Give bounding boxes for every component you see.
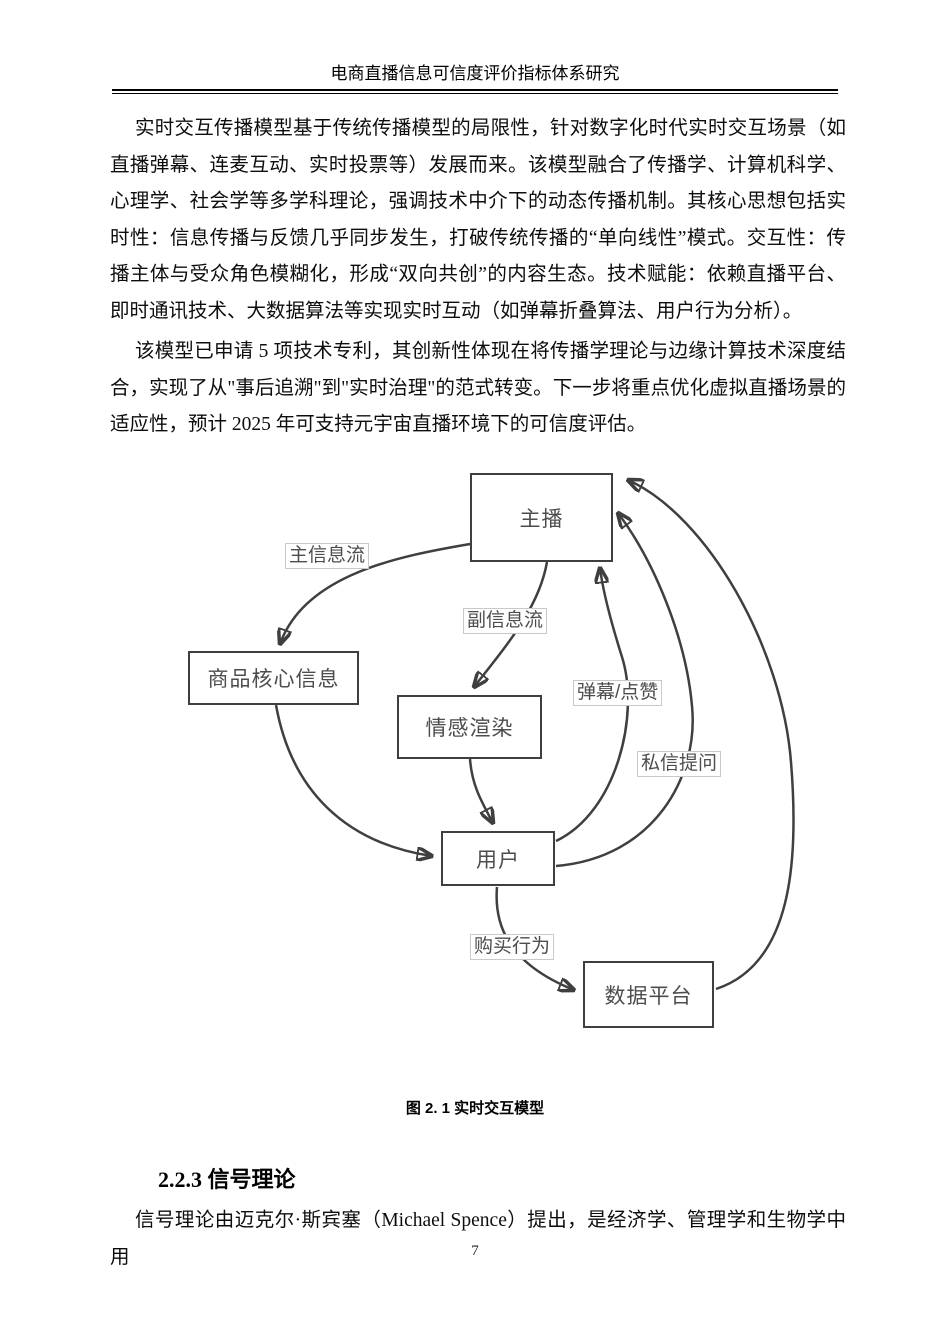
node-product-info: 商品核心信息	[188, 651, 359, 705]
header-rule	[112, 89, 838, 94]
node-emotion-label: 情感渲染	[425, 717, 514, 740]
edge-label-private-question: 私信提问	[637, 751, 722, 777]
node-product-info-label: 商品核心信息	[207, 668, 340, 691]
node-emotion: 情感渲染	[397, 695, 542, 759]
edge-label-purchase: 购买行为	[470, 934, 555, 960]
node-host-label: 主播	[519, 507, 564, 531]
node-user-label: 用户	[476, 848, 520, 872]
node-host: 主播	[470, 473, 613, 562]
running-head: 电商直播信息可信度评价指标体系研究	[330, 64, 620, 83]
body-text: 实时交互传播模型基于传统传播模型的局限性，针对数字化时代实时交互场景（如直播弹幕…	[110, 111, 846, 444]
edge-platform-feedback-path	[628, 480, 795, 991]
paragraph-3: 信号理论由迈克尔·斯宾塞（Michael Spence）提出，是经济学、管理学和…	[110, 1210, 846, 1268]
edge-label-secondary-flow: 副信息流	[463, 608, 548, 634]
node-data-platform-label: 数据平台	[604, 984, 693, 1008]
node-data-platform: 数据平台	[583, 961, 714, 1028]
paragraph-2: 该模型已申请 5 项技术专利，其创新性体现在将传播学理论与边缘计算技术深度结合，…	[110, 341, 846, 435]
edge-main-flow-path	[280, 542, 471, 644]
page-number: 7	[471, 1243, 479, 1259]
edge-private-question-path	[555, 513, 694, 868]
paragraph-1: 实时交互传播模型基于传统传播模型的局限性，针对数字化时代实时交互场景（如直播弹幕…	[110, 118, 846, 322]
node-user: 用户	[441, 831, 555, 886]
edge-emotion-to-user-path	[468, 758, 493, 823]
section-heading: 2.2.3 信号理论	[158, 1167, 296, 1192]
edge-product-to-user-path	[274, 704, 432, 856]
edge-label-danmaku-like: 弹幕/点赞	[573, 680, 663, 706]
figure-caption: 图 2. 1 实时交互模型	[405, 1100, 545, 1117]
edge-label-main-flow: 主信息流	[285, 543, 370, 569]
